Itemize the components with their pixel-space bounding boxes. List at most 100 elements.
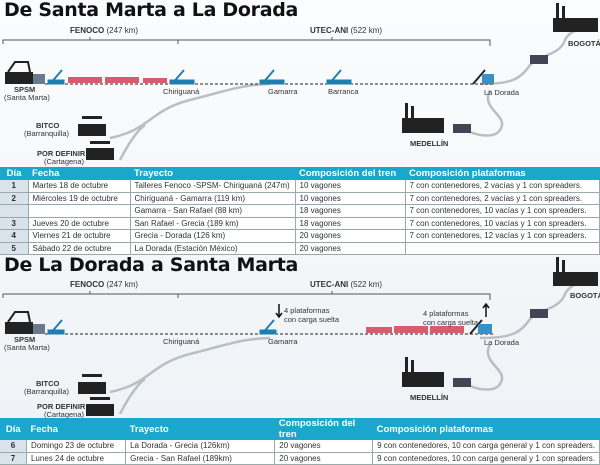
cell-tren: 18 vagones	[295, 204, 406, 218]
cell-trayecto: San Rafael - Grecia (189 km)	[130, 217, 296, 230]
cell-trayecto: Grecia - Dorada (126 km)	[130, 229, 296, 243]
truck-icon	[453, 309, 548, 387]
col-trayecto: Trayecto	[130, 167, 295, 180]
bracket-ticks	[89, 291, 333, 298]
cell-dia	[0, 204, 29, 218]
bracket	[2, 39, 491, 46]
cell-dia: 5	[0, 242, 29, 255]
road	[469, 281, 582, 391]
port-bitco-sub: (Barranquilla)	[24, 129, 70, 138]
road	[109, 336, 271, 415]
route-map: FENOCO (247 km) UTEC-ANI (522 km) SPSM (…	[2, 3, 600, 166]
cell-tren: 20 vagones	[295, 242, 406, 255]
road	[109, 82, 271, 161]
col-tren: Composición del tren	[274, 418, 373, 440]
cell-tren: 18 vagones	[295, 217, 406, 230]
cell-dia: 6	[0, 440, 27, 453]
cell-dia: 2	[0, 192, 29, 205]
port-bitco: BITCO	[36, 121, 59, 130]
cell-dia: 1	[0, 180, 29, 193]
cell-trayecto: Grecia - San Rafael (189km)	[125, 452, 276, 465]
station-spsm-sub: (Santa Marta)	[4, 93, 50, 102]
col-dia: Día	[0, 418, 27, 440]
cell-plataformas: 7 con contenedores, 10 vacías y 1 con sp…	[405, 217, 600, 230]
port-bitco: BITCO	[36, 379, 59, 388]
cell-trayecto: Gamarra - San Rafael (88 km)	[130, 204, 296, 218]
table-header: Día Fecha Trayecto Composición del tren …	[0, 167, 600, 180]
factory-icon	[402, 3, 598, 133]
cell-trayecto: Talleres Fenoco -SPSM- Chiriguaná (247m)	[130, 180, 296, 193]
cell-plataformas: 7 con contenedores, 12 vacías y 1 con sp…	[405, 229, 600, 243]
station-gamarra: Gamarra	[268, 87, 298, 96]
col-plataformas: Composición plataformas	[372, 418, 600, 440]
station-chiriguana: Chiriguaná	[163, 337, 200, 346]
station-spsm: SPSM	[14, 335, 35, 344]
station-spsm: SPSM	[14, 85, 35, 94]
arrow-down-icon	[275, 304, 283, 319]
port-por-definir: POR DEFINIR	[37, 149, 86, 158]
train	[366, 326, 464, 333]
schedule-table: Día Fecha Trayecto Composición del tren …	[0, 167, 600, 255]
cell-tren: 10 vagones	[295, 192, 406, 205]
city-medellin: MEDELLÍN	[410, 139, 448, 148]
cell-fecha: Domingo 23 de octubre	[26, 440, 127, 453]
table-header: Día Fecha Trayecto Composición del tren …	[0, 418, 600, 440]
cell-plataformas: 9 con contenedores, 10 con carga general…	[372, 452, 600, 465]
cell-tren: 20 vagones	[274, 452, 374, 465]
col-trayecto: Trayecto	[125, 418, 275, 440]
schedule-table: Día Fecha Trayecto Composición del tren …	[0, 418, 600, 465]
truck-icon	[453, 55, 548, 133]
port-por-definir-sub: (Cartagena)	[44, 410, 85, 419]
cell-fecha: Viernes 21 de octubre	[28, 229, 131, 243]
cell-tren: 10 vagones	[295, 180, 406, 193]
station-la-dorada: La Dorada	[484, 88, 520, 97]
port-por-definir: POR DEFINIR	[37, 402, 86, 411]
section-title: De Santa Marta a La Dorada	[4, 0, 299, 21]
port-crane-icon	[5, 61, 45, 84]
port-icon	[78, 374, 114, 416]
crane-icon	[47, 69, 494, 85]
cell-trayecto: Chiriguaná - Gamarra (119 km)	[130, 192, 296, 205]
section-title: De La Dorada a Santa Marta	[4, 254, 299, 276]
crane-icon	[47, 319, 492, 335]
train	[68, 77, 167, 83]
bracket	[2, 293, 491, 300]
cell-trayecto: La Dorada - Grecia (126km)	[125, 440, 276, 453]
cell-plataformas	[405, 242, 600, 255]
cell-fecha: Miércoles 19 de octubre	[28, 192, 131, 205]
station-barranca: Barranca	[328, 87, 359, 96]
cell-dia: 4	[0, 229, 29, 243]
cell-tren: 20 vagones	[295, 229, 406, 243]
arrow-up-icon	[482, 302, 490, 317]
fenoco-label: FENOCO (247 km)	[70, 280, 138, 289]
station-gamarra: Gamarra	[268, 337, 298, 346]
port-icon	[78, 116, 114, 160]
section-la-dorada-to-santa-marta: De La Dorada a Santa Marta FENOCO (247 k…	[0, 254, 600, 465]
utec-label: UTEC-ANI (522 km)	[310, 26, 382, 35]
col-plataformas: Composición plataformas	[405, 167, 600, 180]
station-spsm-sub: (Santa Marta)	[4, 343, 50, 352]
col-fecha: Fecha	[28, 167, 130, 180]
route-map: FENOCO (247 km) UTEC-ANI (522 km) 4 plat…	[2, 257, 600, 419]
cell-plataformas: 7 con contenedores, 2 vacías y 1 con spr…	[405, 192, 600, 205]
cell-dia: 3	[0, 217, 29, 230]
cell-dia: 7	[0, 452, 27, 465]
cell-plataformas: 7 con contenedores, 10 vacías y 1 con sp…	[405, 204, 600, 218]
cell-trayecto: La Dorada (Estación México)	[130, 242, 296, 255]
station-la-dorada: La Dorada	[484, 338, 520, 347]
bracket-ticks	[89, 37, 333, 44]
cell-fecha	[28, 204, 131, 218]
fenoco-label: FENOCO (247 km)	[70, 26, 138, 35]
col-tren: Composición del tren	[295, 167, 405, 180]
cell-plataformas: 9 con contenedores, 10 con carga general…	[372, 440, 600, 453]
station-chiriguana: Chiriguaná	[163, 87, 200, 96]
cell-fecha: Sábado 22 de octubre	[28, 242, 131, 255]
cell-fecha: Jueves 20 de octubre	[28, 217, 131, 230]
utec-label: UTEC-ANI (522 km)	[310, 280, 382, 289]
